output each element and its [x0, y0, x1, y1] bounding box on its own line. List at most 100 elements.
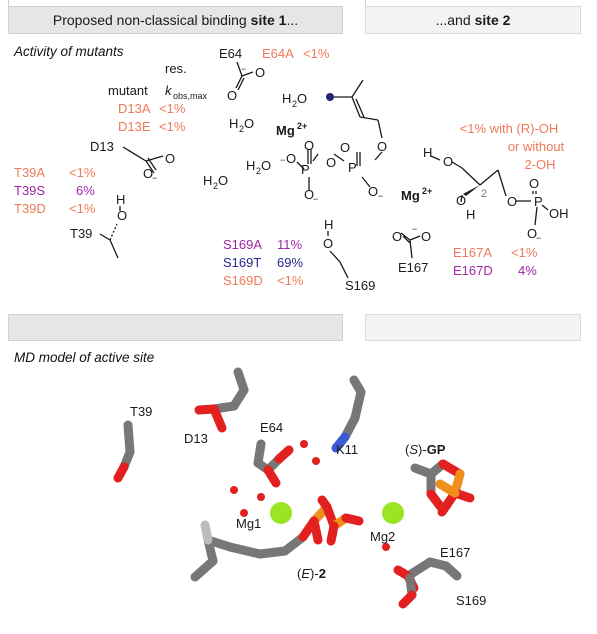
activity-t39s: 6% — [76, 183, 95, 198]
gp-hydroxyl: OH — [549, 206, 569, 221]
substrate-oxygen-terminal: O — [304, 187, 314, 202]
svg-text:H: H — [203, 173, 212, 188]
mutant-e64a: E64A — [262, 46, 294, 61]
activity-s169a: 11% — [277, 237, 302, 252]
label-e167: E167 — [440, 545, 470, 560]
gp-phosphorus: P — [534, 194, 543, 209]
residue-e64: E64 — [219, 46, 242, 61]
mg-ion-site2: Mg — [401, 188, 420, 203]
mutant-d13a: D13A — [118, 101, 151, 116]
activity-e64a: <1% — [303, 46, 330, 61]
model-header-bar-right — [365, 314, 581, 341]
activity-section-title: Activity of mutants — [14, 44, 124, 59]
substrate-oxygen-alpha-charge: − — [280, 155, 285, 165]
e167-oxygen-charge: − — [412, 224, 417, 234]
substrate-oxygen-beta-anion: O — [368, 184, 378, 199]
water-dots — [230, 440, 390, 551]
gp-oxygen-3: O — [507, 194, 517, 209]
activity-s169d: <1% — [277, 273, 304, 288]
svg-text:H: H — [229, 116, 238, 131]
substrate-oxygen-anhydride: O — [326, 155, 336, 170]
mutant-d13e: D13E — [118, 119, 151, 134]
s169-hydrogen: H — [324, 217, 333, 232]
substrate-oxygen-beta: O — [340, 140, 350, 155]
site2-header-prefix: ...and — [435, 12, 471, 28]
s169-stick — [398, 573, 417, 609]
activity-d13e: <1% — [159, 119, 186, 134]
k11-stick — [331, 375, 366, 453]
gp-oxygen-4: O — [529, 176, 539, 191]
substrate-oxygen-alpha: O — [304, 138, 314, 153]
svg-text:H: H — [282, 91, 291, 106]
mutant-t39a: T39A — [14, 165, 45, 180]
gp-skeleton — [430, 155, 549, 226]
substrate-chain-bead — [326, 93, 334, 101]
svg-text:H: H — [246, 158, 255, 173]
gp-wedge-bond — [463, 185, 480, 196]
mg2-sphere — [382, 502, 404, 524]
site2-note-line-1: <1% with (R)-OH — [460, 121, 559, 136]
site2-header-bold: site 2 — [474, 12, 511, 28]
substrate-phosphorus-beta: P — [348, 160, 357, 175]
d13-stick — [194, 367, 249, 433]
gp-oxygen-5: O — [527, 226, 537, 241]
substrate-oxygen-alpha-anion: O — [286, 151, 296, 166]
t39-stick — [113, 420, 135, 483]
s169-side-chain — [327, 231, 349, 279]
label-mg1: Mg1 — [236, 516, 261, 531]
gp-oxygen-1: O — [443, 154, 453, 169]
site2-note-line-3: 2-OH — [524, 157, 555, 172]
d13-oxygen-2: O — [143, 166, 153, 181]
site1-header-title: Proposed non-classical binding site 1... — [9, 7, 342, 33]
e64-carboxylate — [235, 61, 254, 91]
label-d13: D13 — [184, 431, 208, 446]
activity-t39d: <1% — [69, 201, 96, 216]
gp-oxygen-5-charge: − — [536, 233, 541, 243]
e167-stick — [393, 557, 462, 593]
svg-text:O: O — [261, 158, 271, 173]
mutant-t39d: T39D — [14, 201, 46, 216]
mutant-header: mutant — [108, 83, 148, 98]
header-tick-right — [365, 0, 366, 8]
t39-side-chain — [99, 206, 121, 259]
gp-stereo-label: 2 — [481, 188, 487, 200]
label-e64: E64 — [260, 420, 283, 435]
binding-site-scheme: res. mutant k obs,max D13A <1% D13E <1% … — [14, 46, 569, 293]
residue-header: res. — [165, 61, 187, 76]
site1-header-suffix: ... — [286, 12, 299, 28]
e64-oxygen-1: O — [255, 65, 265, 80]
substrate-oxygen-terminal-charge: − — [313, 194, 318, 204]
svg-text:2: 2 — [256, 166, 261, 176]
e167-oxygen-2: O — [421, 229, 431, 244]
e64-oxygen-charge: − — [241, 64, 246, 74]
svg-text:2: 2 — [213, 181, 218, 191]
mutant-e167d: E167D — [453, 263, 493, 278]
activity-e167d: 4% — [518, 263, 537, 278]
d13-oxygen-1: O — [165, 151, 175, 166]
residue-e167: E167 — [398, 260, 428, 275]
gp-stick — [410, 459, 475, 517]
svg-text:O: O — [244, 116, 254, 131]
mutant-s169d: S169D — [223, 273, 263, 288]
label-s169: S169 — [456, 593, 486, 608]
kobs-subscript: obs,max — [173, 91, 208, 101]
mutant-s169t: S169T — [223, 255, 261, 270]
mg-ion-site1-charge: 2+ — [297, 121, 307, 131]
label-t39: T39 — [130, 404, 152, 419]
residue-t39: T39 — [70, 226, 92, 241]
residue-s169: S169 — [345, 278, 375, 293]
gp-hydrogen: H — [423, 145, 432, 160]
model-header-bar-left — [8, 314, 343, 341]
mg1-sphere — [270, 502, 292, 524]
mg-ion-site1: Mg — [276, 123, 295, 138]
label-k11: K11 — [336, 442, 358, 457]
activity-e167a: <1% — [511, 245, 538, 260]
mutant-t39s: T39S — [14, 183, 45, 198]
e167-oxygen-1: O — [392, 229, 402, 244]
substrate-oxygen-bridge: O — [377, 139, 387, 154]
svg-text:O: O — [218, 173, 228, 188]
md-section-title: MD model of active site — [14, 350, 155, 365]
e64-oxygen-2: O — [227, 88, 237, 103]
